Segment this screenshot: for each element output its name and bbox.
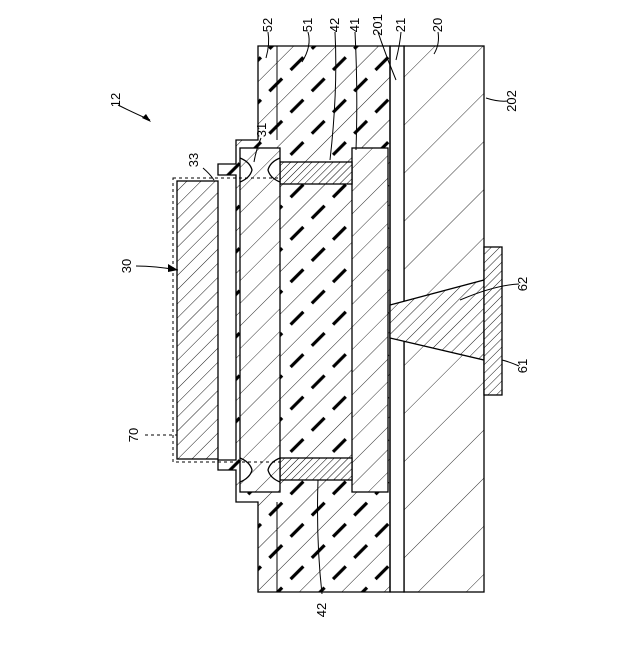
label-12: 12 bbox=[108, 93, 123, 107]
label-51: 51 bbox=[300, 18, 315, 32]
label-20: 20 bbox=[430, 18, 445, 32]
label-42-bottom: 42 bbox=[314, 603, 329, 617]
label-52: 52 bbox=[260, 18, 275, 32]
arrow-12 bbox=[142, 114, 151, 122]
label-70: 70 bbox=[126, 428, 141, 442]
label-62: 62 bbox=[515, 277, 530, 291]
label-30: 30 bbox=[119, 259, 134, 273]
label-61: 61 bbox=[515, 359, 530, 373]
label-33: 33 bbox=[186, 153, 201, 167]
label-202: 202 bbox=[504, 90, 519, 112]
label-201: 201 bbox=[370, 14, 385, 36]
label-41: 41 bbox=[347, 18, 362, 32]
label-31: 31 bbox=[254, 123, 269, 137]
label-21: 21 bbox=[393, 18, 408, 32]
label-42-top: 42 bbox=[327, 18, 342, 32]
